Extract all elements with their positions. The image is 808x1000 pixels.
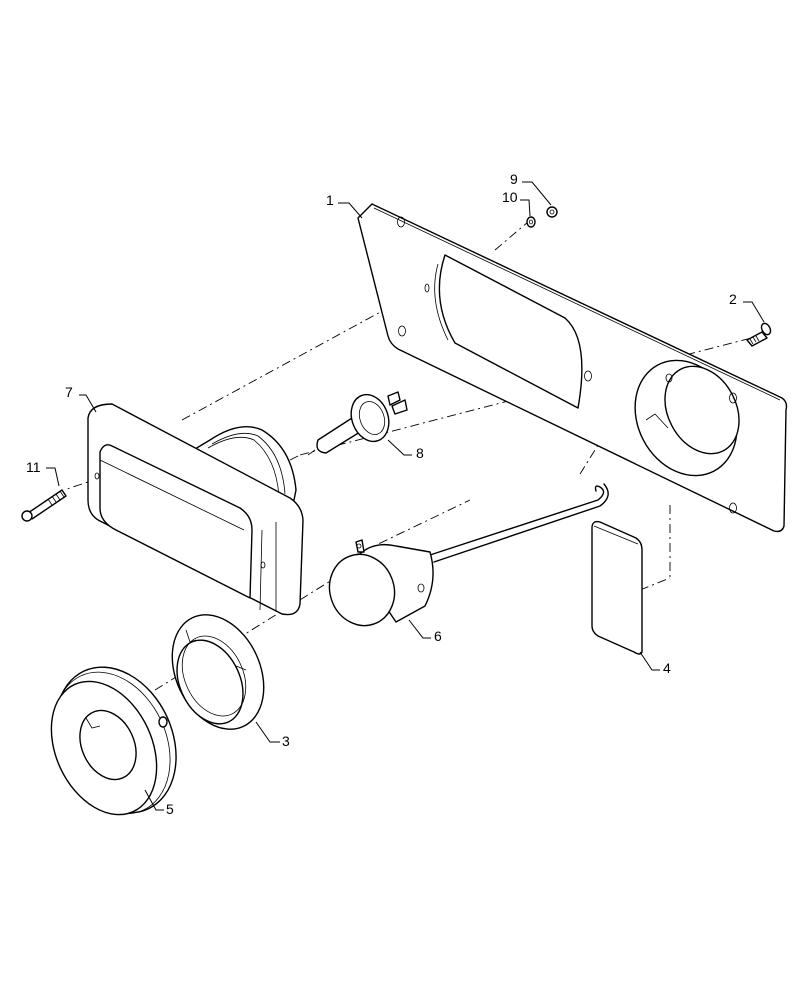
callout-5: 5	[144, 789, 174, 817]
callout-7: 7	[65, 384, 97, 413]
callout-label-6: 6	[434, 628, 442, 644]
part-6-lamp-with-cable[interactable]	[320, 483, 609, 635]
callout-label-1: 1	[326, 192, 334, 208]
callout-label-2: 2	[729, 291, 737, 307]
callout-label-4: 4	[663, 660, 671, 676]
callout-2: 2	[729, 291, 765, 323]
callout-6: 6	[408, 619, 442, 644]
callout-11: 11	[26, 459, 60, 487]
part-3-retaining-ring[interactable]	[155, 600, 282, 744]
callout-3: 3	[255, 721, 290, 749]
callout-label-8: 8	[416, 445, 424, 461]
callout-label-3: 3	[282, 733, 290, 749]
callout-label-7: 7	[65, 384, 73, 400]
callout-4: 4	[639, 651, 671, 676]
part-2-bolt[interactable]	[746, 322, 772, 347]
part-1-mounting-panel[interactable]	[357, 203, 788, 533]
callout-label-11: 11	[26, 459, 41, 475]
part-9-nut[interactable]	[546, 206, 558, 218]
callout-10: 10	[502, 189, 531, 217]
part-7-headlamp[interactable]	[87, 403, 304, 616]
callout-9: 9	[510, 171, 552, 206]
part-4-pad[interactable]	[591, 520, 643, 655]
part-8-bulb[interactable]	[307, 389, 408, 456]
callout-1: 1	[326, 192, 363, 219]
callout-label-9: 9	[510, 171, 518, 187]
callout-label-10: 10	[502, 189, 518, 205]
part-5-bezel-ring[interactable]	[31, 647, 199, 832]
callout-8: 8	[387, 439, 424, 461]
part-11-screw[interactable]	[21, 489, 67, 522]
part-10-washer[interactable]	[526, 216, 536, 228]
callout-label-5: 5	[166, 801, 174, 817]
